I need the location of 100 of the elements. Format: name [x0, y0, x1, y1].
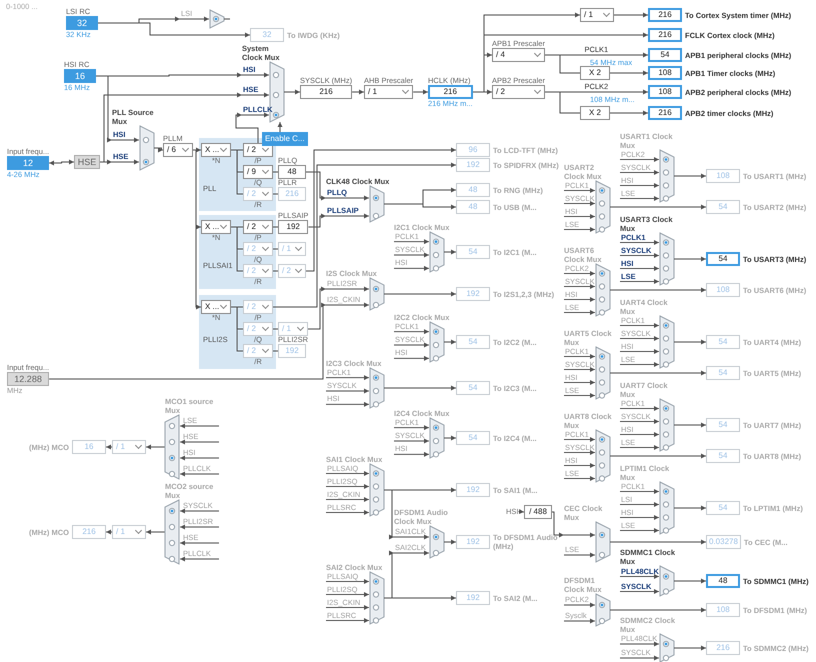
connector-arrow — [290, 90, 300, 94]
frequency-field: 54 — [706, 501, 740, 515]
connector-arrow — [96, 76, 112, 142]
frequency-field: 216 — [300, 85, 352, 99]
connector-arrow — [389, 490, 394, 540]
connector-arrow — [616, 454, 706, 458]
connector-arrow — [390, 204, 456, 210]
connector-arrow — [158, 148, 164, 152]
divider-dropdown: / 2 — [243, 344, 273, 358]
divider-dropdown: / 9 — [243, 165, 273, 179]
connector-line — [544, 92, 580, 114]
divider-dropdown: / 2 — [243, 187, 273, 201]
frequency-field: 12.288 — [7, 372, 50, 386]
frequency-field: 108 — [706, 283, 740, 297]
connector-arrow — [616, 608, 706, 612]
connector-arrow — [390, 488, 456, 492]
frequency-field: 108 — [706, 603, 740, 617]
divider-dropdown: / 1 — [580, 8, 614, 22]
connector-arrow — [616, 370, 706, 376]
divider-dropdown: / 1 — [278, 242, 306, 256]
frequency-field: 192 — [278, 344, 306, 358]
frequency-field: 48 — [706, 574, 740, 588]
frequency-field: 108 — [648, 85, 682, 99]
frequency-field: 54 — [456, 431, 490, 445]
frequency-field: 192 — [456, 483, 490, 497]
multiplier-box: X 2 — [580, 106, 610, 120]
divider-dropdown: / 2 — [243, 264, 273, 278]
connector-arrow — [106, 530, 112, 534]
connector-line — [230, 226, 244, 272]
connector-arrow — [610, 110, 648, 116]
connector-arrow — [616, 540, 706, 544]
frequency-field: 192 — [456, 535, 490, 549]
frequency-field: 192 — [278, 220, 308, 234]
frequency-field: 12 — [7, 156, 50, 170]
connector-arrow — [450, 436, 456, 440]
connector-arrow — [48, 160, 74, 166]
connector-arrow — [272, 162, 456, 308]
frequency-field: 54 — [706, 418, 740, 432]
connector-arrow — [616, 204, 706, 210]
frequency-field: 32 — [66, 16, 98, 30]
connector-arrow — [680, 422, 706, 428]
connector-arrow — [450, 250, 456, 254]
connector-arrow — [308, 286, 326, 330]
frequency-field: 192 — [456, 287, 490, 301]
divider-dropdown: / 1 — [112, 440, 146, 454]
connector-arrow — [680, 256, 706, 262]
connector-arrow — [389, 550, 394, 598]
frequency-field: 216 — [648, 106, 682, 120]
frequency-field: 216 — [72, 525, 106, 539]
connector-line — [272, 226, 278, 228]
divider-dropdown: / 1 — [278, 322, 308, 336]
frequency-field: 54 — [706, 200, 740, 214]
connector-arrow — [306, 148, 456, 272]
divider-dropdown: / 2 — [243, 143, 273, 157]
connector-arrow — [48, 302, 326, 380]
frequency-field: 54 — [706, 449, 740, 463]
connector-line — [272, 248, 278, 250]
frequency-field: 216 — [648, 8, 682, 22]
frequency-field: 48 — [456, 183, 490, 197]
divider-dropdown: / 2 — [243, 322, 273, 336]
connector-arrow — [146, 530, 166, 534]
connector-arrow — [278, 122, 282, 132]
frequency-field: 32 — [250, 28, 284, 42]
connector-line — [272, 350, 278, 352]
frequency-field: 216 — [278, 187, 306, 201]
frequency-field: 48 — [456, 200, 490, 214]
frequency-field: 216 — [706, 641, 740, 655]
connector-arrow — [236, 112, 258, 144]
divider-dropdown: / 1 — [364, 85, 414, 99]
connector-arrow — [412, 90, 428, 94]
frequency-field: 0.03278 — [706, 535, 741, 549]
frequency-field: 108 — [648, 66, 682, 80]
divider-dropdown: / 2 — [492, 85, 545, 99]
connector-arrow — [518, 509, 524, 514]
connector-arrow — [106, 444, 112, 450]
connector-arrow — [192, 150, 202, 310]
frequency-field: 54 — [456, 381, 490, 395]
connector-arrow — [450, 340, 456, 344]
connector-arrow — [306, 172, 326, 200]
divider-dropdown: X ... — [201, 143, 232, 157]
divider-dropdown: / 1 — [112, 525, 146, 539]
pll-panel — [199, 215, 276, 289]
pll-panel — [199, 295, 276, 369]
frequency-field: 216 — [428, 85, 473, 99]
connector-arrow — [146, 444, 166, 450]
connector-line — [544, 54, 580, 74]
connector-arrow — [614, 12, 648, 18]
enable-button: Enable C... — [262, 132, 308, 146]
connector-arrow — [352, 90, 364, 94]
connector-arrow — [308, 214, 326, 228]
frequency-field: 48 — [278, 165, 306, 179]
frequency-field: 54 — [706, 366, 740, 380]
frequency-field: 216 — [648, 28, 682, 42]
frequency-field: 54 — [456, 335, 490, 349]
multiplier-box: X 2 — [580, 66, 610, 80]
connector-arrow — [680, 506, 706, 510]
connector-arrow — [390, 386, 456, 390]
connector-line — [230, 306, 244, 352]
divider-dropdown: / 4 — [492, 48, 545, 62]
frequency-field: 16 — [64, 69, 96, 83]
